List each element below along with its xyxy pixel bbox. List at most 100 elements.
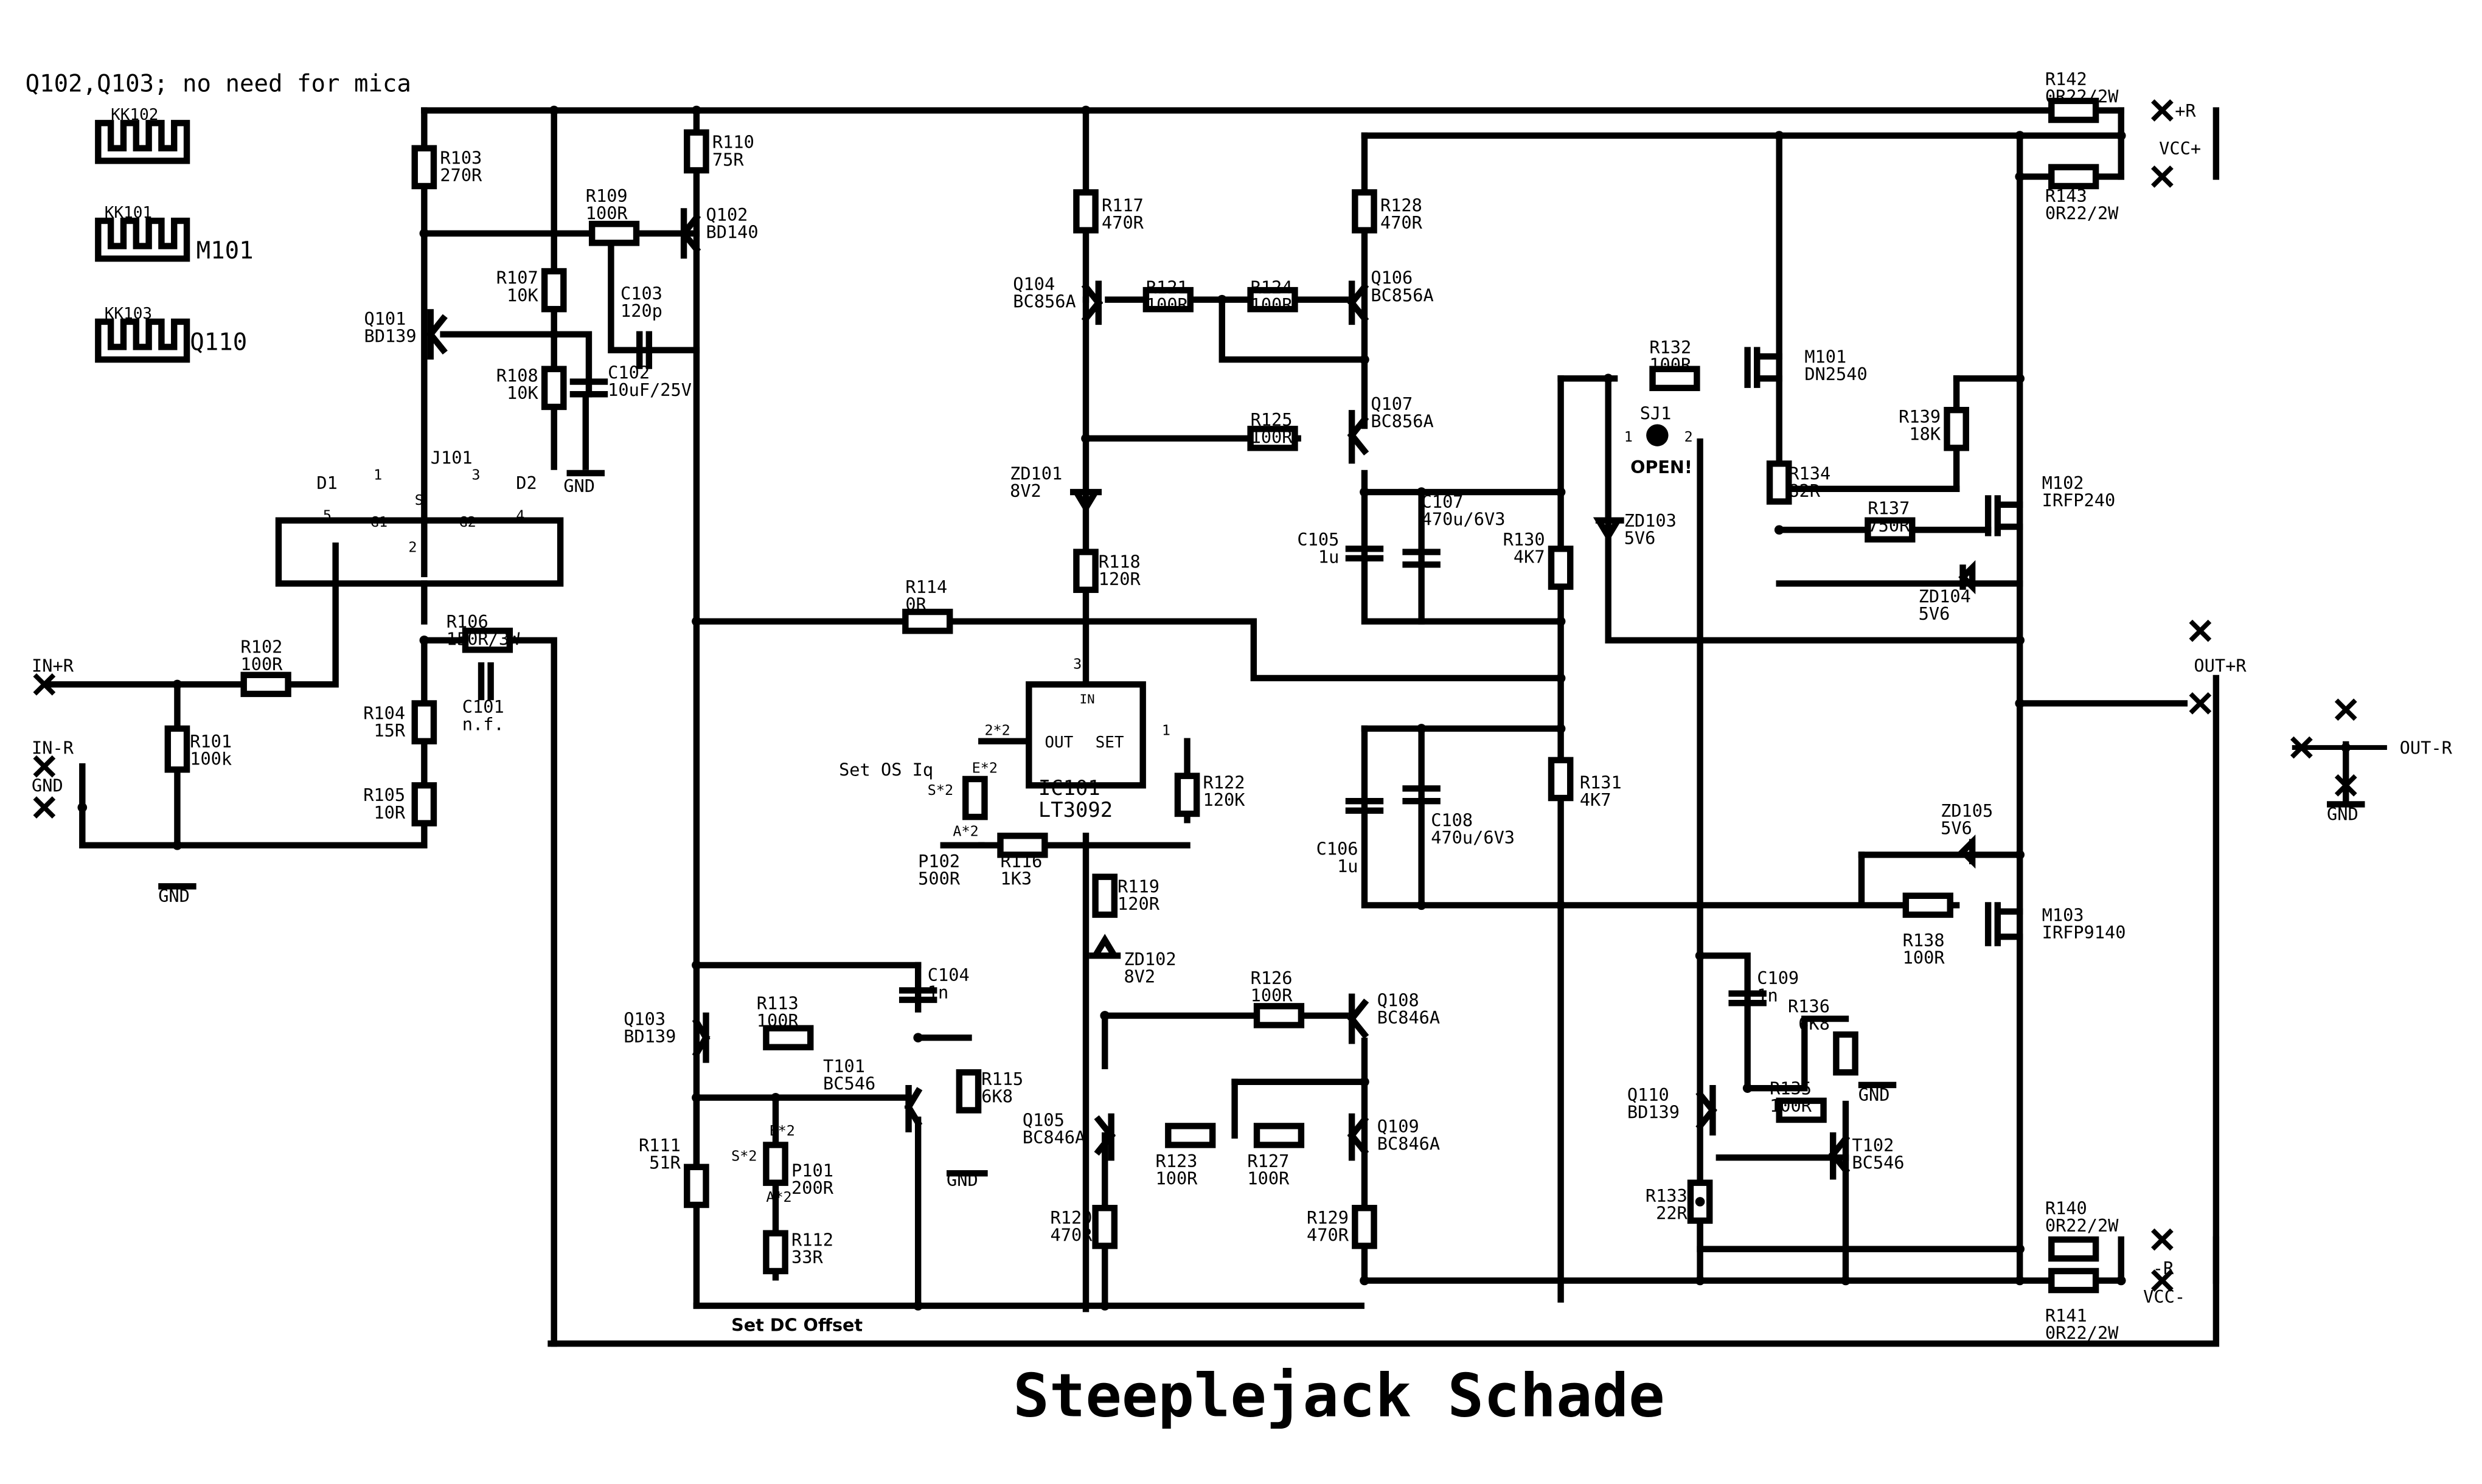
j101-pin-5: 2 — [408, 539, 417, 556]
r116-value: 1K3 — [1000, 869, 1032, 889]
r127-value: 100R — [1247, 1168, 1290, 1188]
terminal-plus-r: +R — [2175, 100, 2196, 121]
r135-ref: R135 — [1770, 1078, 1812, 1099]
r129-value: 470R — [1307, 1225, 1349, 1246]
c109-ref: C109 — [1757, 968, 1799, 988]
r140-value: 0R22/2W — [2045, 1215, 2119, 1236]
r125-value: 100R — [1251, 427, 1293, 448]
r140-ref: R140 — [2045, 1198, 2087, 1219]
r143-body — [2048, 164, 2099, 190]
set-os-label: Set OS Iq — [839, 760, 933, 780]
r103-ref: R103 — [440, 148, 482, 168]
q110-ref: Q110 — [1627, 1084, 1669, 1105]
r102-body — [240, 671, 291, 698]
sj1-pin-2: 2 — [1684, 428, 1693, 445]
wires — [41, 107, 2220, 1347]
r125-body — [1247, 426, 1298, 451]
c104-value: 1n — [928, 982, 948, 1002]
q110-value: BD139 — [1627, 1101, 1680, 1122]
r121-value: 100R — [1146, 294, 1189, 315]
r138-value: 100R — [1903, 947, 1945, 968]
r135-body — [1776, 1097, 1827, 1123]
ic-pin-2: 2*2 — [984, 721, 1010, 738]
r115-ref: R115 — [981, 1069, 1023, 1089]
c104-ref: C104 — [928, 965, 970, 985]
gnd-label-5: GND — [2327, 803, 2359, 824]
r127-ref: R127 — [1247, 1151, 1289, 1171]
sj1-pin-1: 1 — [1624, 428, 1633, 445]
r116-ref: R116 — [1000, 851, 1042, 872]
c105-value: 1u — [1318, 547, 1339, 567]
r132-ref: R132 — [1649, 337, 1691, 358]
c109-value: 1n — [1757, 985, 1778, 1006]
t102-ref: T102 — [1852, 1135, 1894, 1156]
j101-g2: G2 — [459, 513, 476, 530]
r141-value: 0R22/2W — [2045, 1322, 2119, 1343]
ic101-value: LT3092 — [1038, 798, 1113, 822]
c106-value: 1u — [1337, 856, 1358, 876]
r124-ref: R124 — [1251, 277, 1293, 297]
r141-ref: R141 — [2045, 1305, 2087, 1326]
q102-ref: Q102 — [706, 204, 748, 225]
t101-ref: T101 — [823, 1056, 865, 1077]
r129-body — [1352, 1205, 1377, 1249]
r134-value: 82R — [1788, 480, 1820, 501]
r119-ref: R119 — [1118, 876, 1159, 897]
r107-ref: R107 — [496, 268, 538, 288]
c102-ref: C102 — [608, 362, 650, 383]
r121-ref: R121 — [1146, 277, 1188, 297]
r123-ref: R123 — [1155, 1151, 1197, 1171]
zd101-ref: ZD101 — [1010, 463, 1062, 484]
q103-value: BD139 — [624, 1026, 676, 1047]
r130-value: 4K7 — [1514, 547, 1545, 567]
ic101-ref: IC101 — [1038, 776, 1100, 800]
r134-ref: R134 — [1788, 463, 1830, 484]
r125-ref: R125 — [1251, 409, 1293, 430]
r133-value: 22R — [1656, 1202, 1688, 1223]
c108-value: 470u/6V3 — [1431, 827, 1515, 848]
q108-ref: Q108 — [1377, 990, 1419, 1010]
q106-ref: Q106 — [1371, 268, 1413, 288]
zd102-ref: ZD102 — [1124, 949, 1176, 969]
ic-pin-set: SET — [1096, 733, 1124, 752]
r128-ref: R128 — [1380, 195, 1422, 216]
r141-body — [2048, 1267, 2099, 1294]
terminal-minus-r: -R — [2153, 1258, 2174, 1278]
t101-value: BC546 — [823, 1073, 875, 1094]
gnd-label-1: GND — [158, 886, 190, 906]
resistor-bodies — [164, 97, 2099, 1294]
r133-ref: R133 — [1646, 1185, 1688, 1206]
r136-ref: R136 — [1788, 996, 1830, 1017]
q109-value: BC846A — [1377, 1133, 1440, 1154]
heatsink-3-label: Q110 — [190, 329, 247, 356]
r102-value: 100R — [241, 654, 283, 674]
zd104-ref: ZD104 — [1919, 586, 1971, 607]
j101-g1: G1 — [370, 513, 388, 530]
p101-body — [763, 1142, 788, 1186]
r118-value: 120R — [1099, 569, 1141, 589]
j101-d1: D1 — [316, 473, 337, 493]
r123-value: 100R — [1155, 1168, 1198, 1188]
r128-value: 470R — [1380, 212, 1423, 233]
r108-body — [541, 366, 567, 411]
terminal-in-r: IN+R — [32, 656, 74, 676]
m101-ref: M101 — [1804, 346, 1846, 367]
p102-pin-s: S*2 — [928, 782, 953, 799]
set-dc-label: Set DC Offset — [731, 1315, 863, 1336]
r105-body — [411, 782, 437, 827]
r137-ref: R137 — [1868, 498, 1910, 518]
p101-value: 200R — [791, 1177, 834, 1198]
j101-s: S — [415, 491, 423, 508]
r137-value: 750R — [1868, 515, 1910, 536]
ic-pin-out: OUT — [1045, 733, 1073, 752]
r137-body — [1865, 517, 1916, 543]
p102-value: 500R — [918, 869, 961, 889]
r139-body — [1944, 406, 1969, 451]
q109-ref: Q109 — [1377, 1116, 1419, 1137]
r110-value: 75R — [712, 149, 744, 170]
p101-pin-a: A*2 — [766, 1188, 791, 1205]
r101-ref: R101 — [190, 731, 232, 752]
r110-body — [684, 129, 709, 174]
r101-body — [164, 725, 190, 773]
